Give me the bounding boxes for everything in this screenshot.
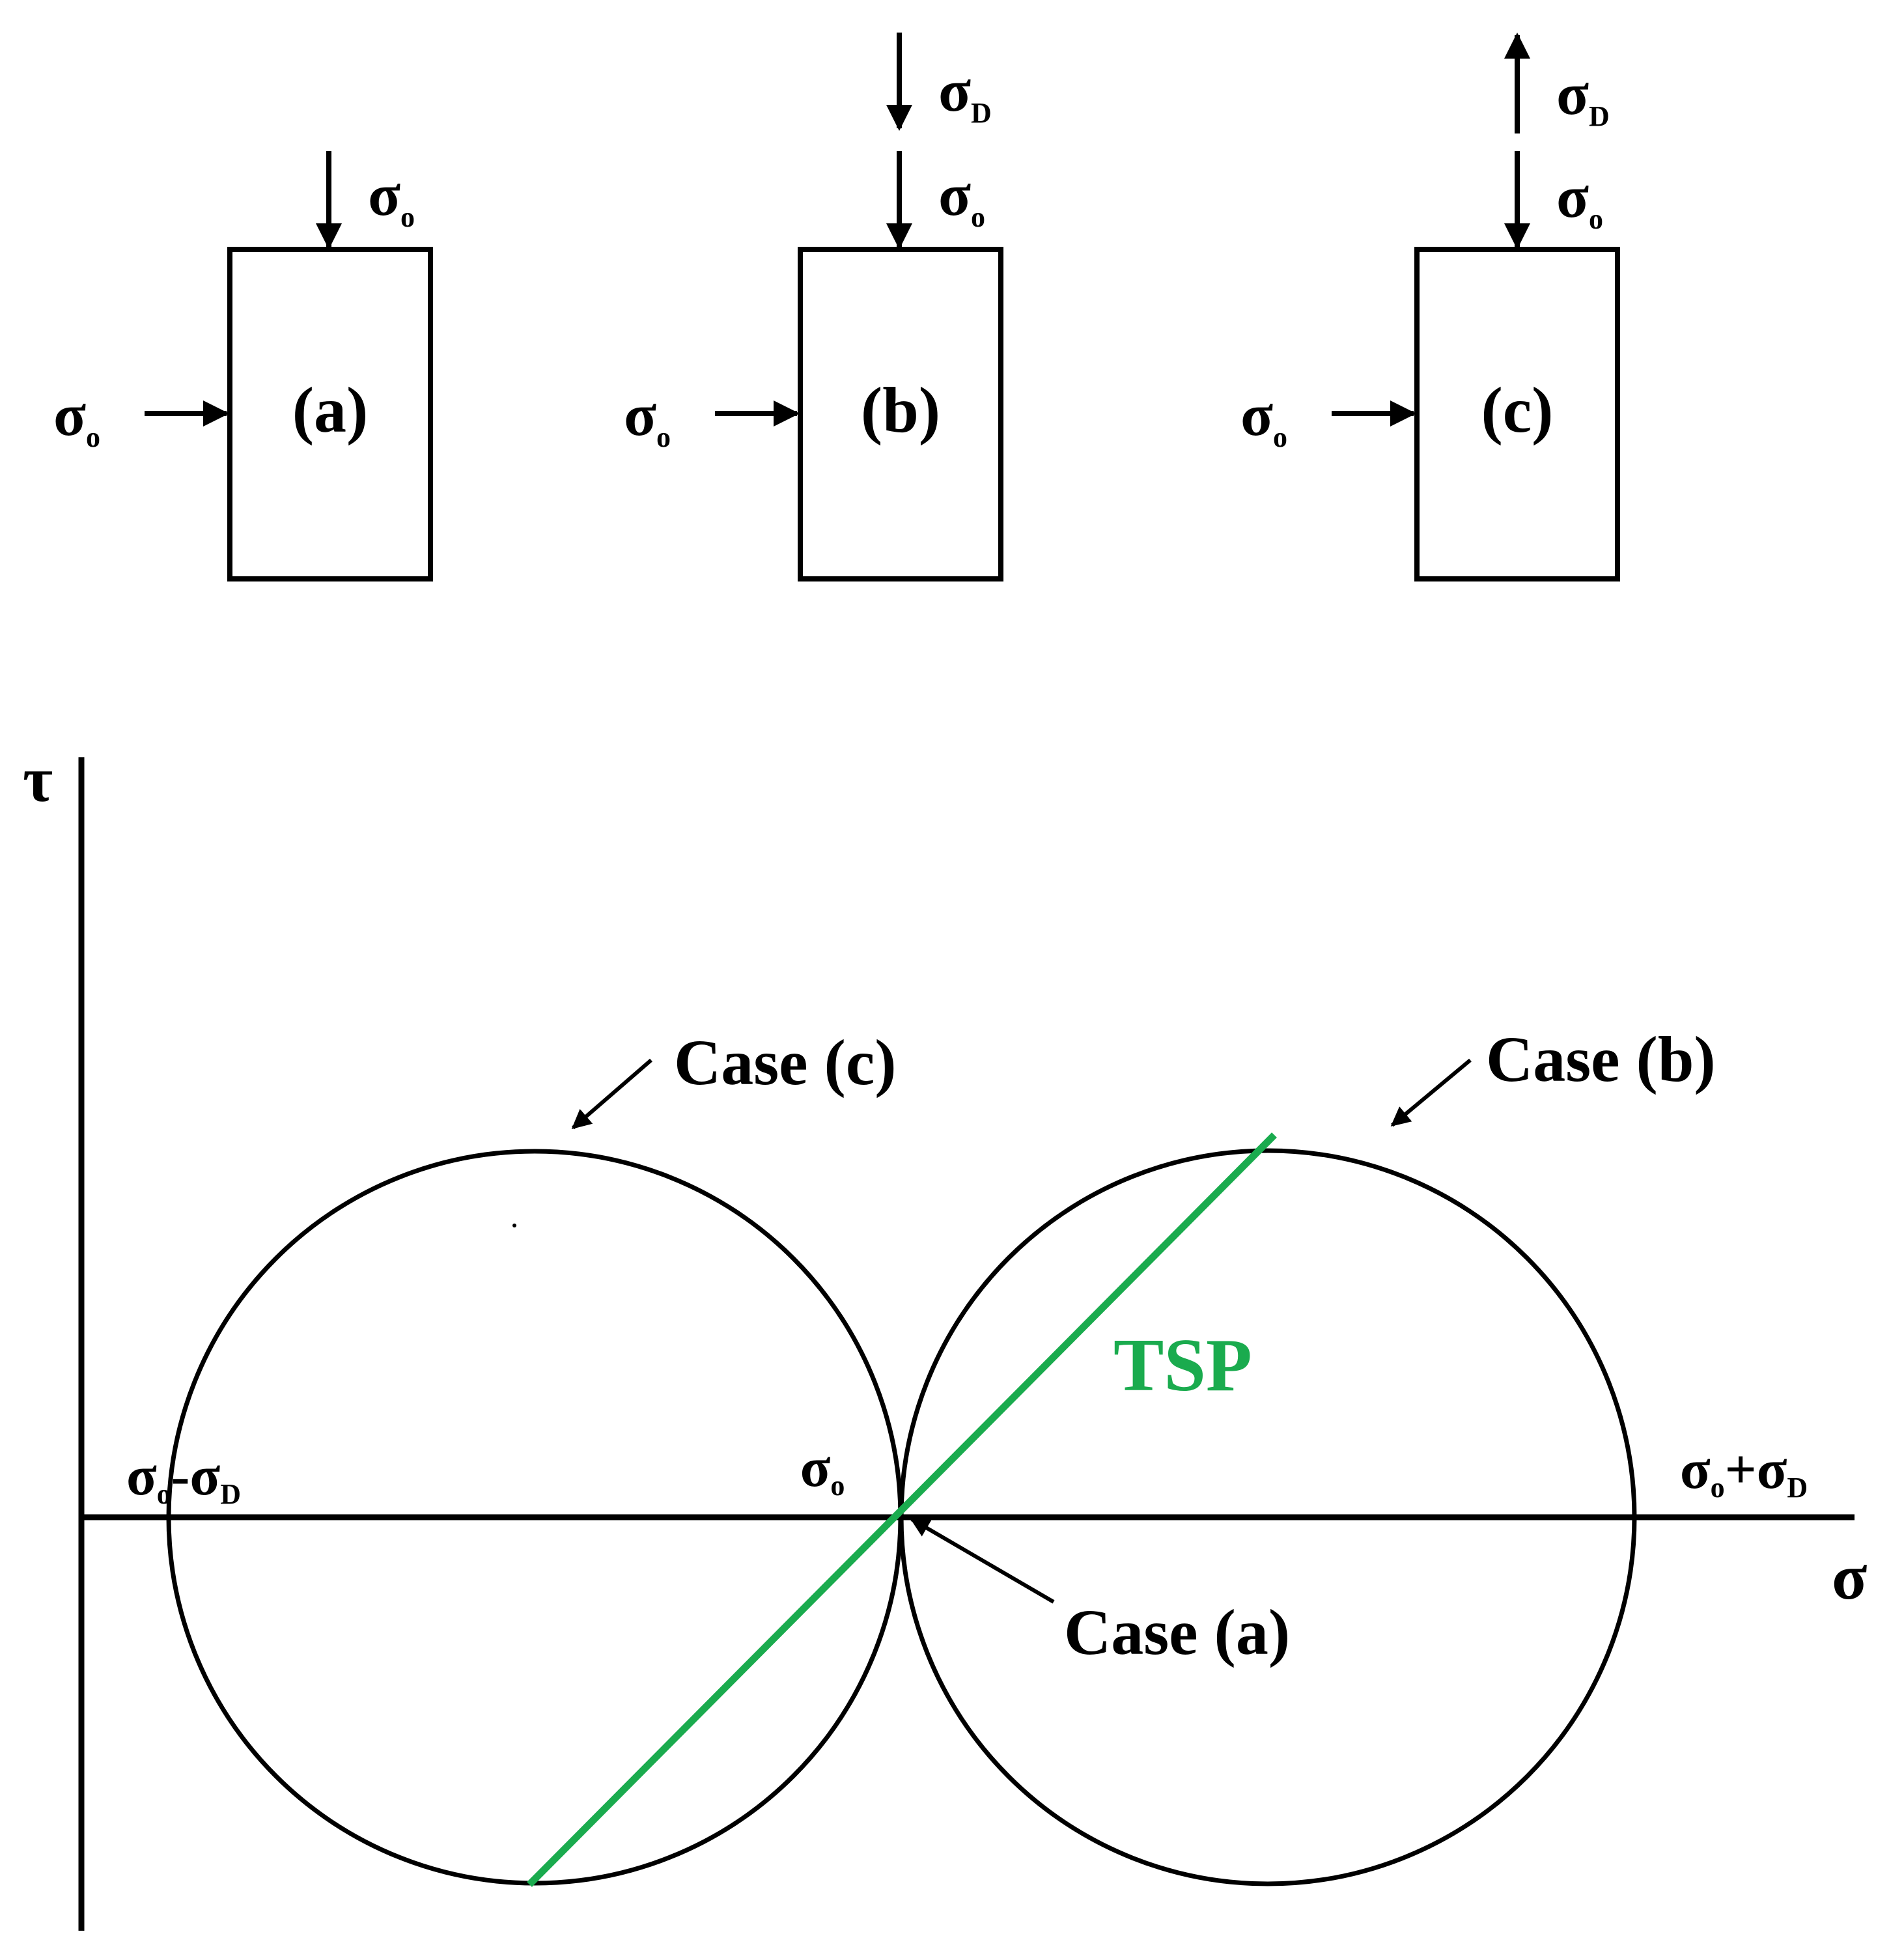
stray-dot <box>512 1224 516 1227</box>
element-c-side-stress: σo <box>1240 382 1287 453</box>
tau-axis-label: τ <box>23 743 53 815</box>
case-c-label: Case (c) <box>674 1026 897 1099</box>
element-a-top-stress: σo <box>368 161 415 233</box>
tick-label-center: σo <box>800 1436 845 1502</box>
element-c-top-stress: σo <box>1556 163 1603 235</box>
element-a-box <box>227 247 433 581</box>
case-b-circle <box>899 1148 1637 1886</box>
tick-label-right: σo+σD <box>1680 1438 1808 1504</box>
element-c-extra-stress: σD <box>1556 61 1610 132</box>
element-b-side-stress: σo <box>624 382 671 453</box>
tsp-line <box>527 1132 1277 1887</box>
element-a-side-stress: σo <box>53 382 100 453</box>
sigma-axis-label: σ <box>1832 1541 1867 1613</box>
element-b-box <box>798 247 1003 581</box>
mohr-diagram: τ σ TSP σo-σD σo σo+σD Case (c) Case (b)… <box>23 743 1867 1931</box>
case-a-label: Case (a) <box>1064 1596 1290 1668</box>
case-b-label: Case (b) <box>1486 1023 1716 1095</box>
tsp-label: TSP <box>1113 1324 1252 1407</box>
element-b-label: (b) <box>861 374 940 446</box>
element-a-label: (a) <box>292 374 369 446</box>
element-c-box <box>1414 247 1620 581</box>
element-c-label: (c) <box>1481 374 1554 446</box>
case-c-pointer <box>571 1058 652 1130</box>
tick-label-left: σo-σD <box>126 1444 241 1510</box>
case-b-pointer <box>1390 1058 1472 1127</box>
element-c: (c) σD σo σo <box>1240 33 1620 581</box>
element-b-extra-stress: σD <box>938 57 992 129</box>
element-b: (b) σD σo σo <box>624 33 1003 581</box>
element-a: (a) σo σo <box>53 151 433 581</box>
element-b-top-stress: σo <box>938 161 985 233</box>
case-a-pointer <box>910 1517 1055 1604</box>
